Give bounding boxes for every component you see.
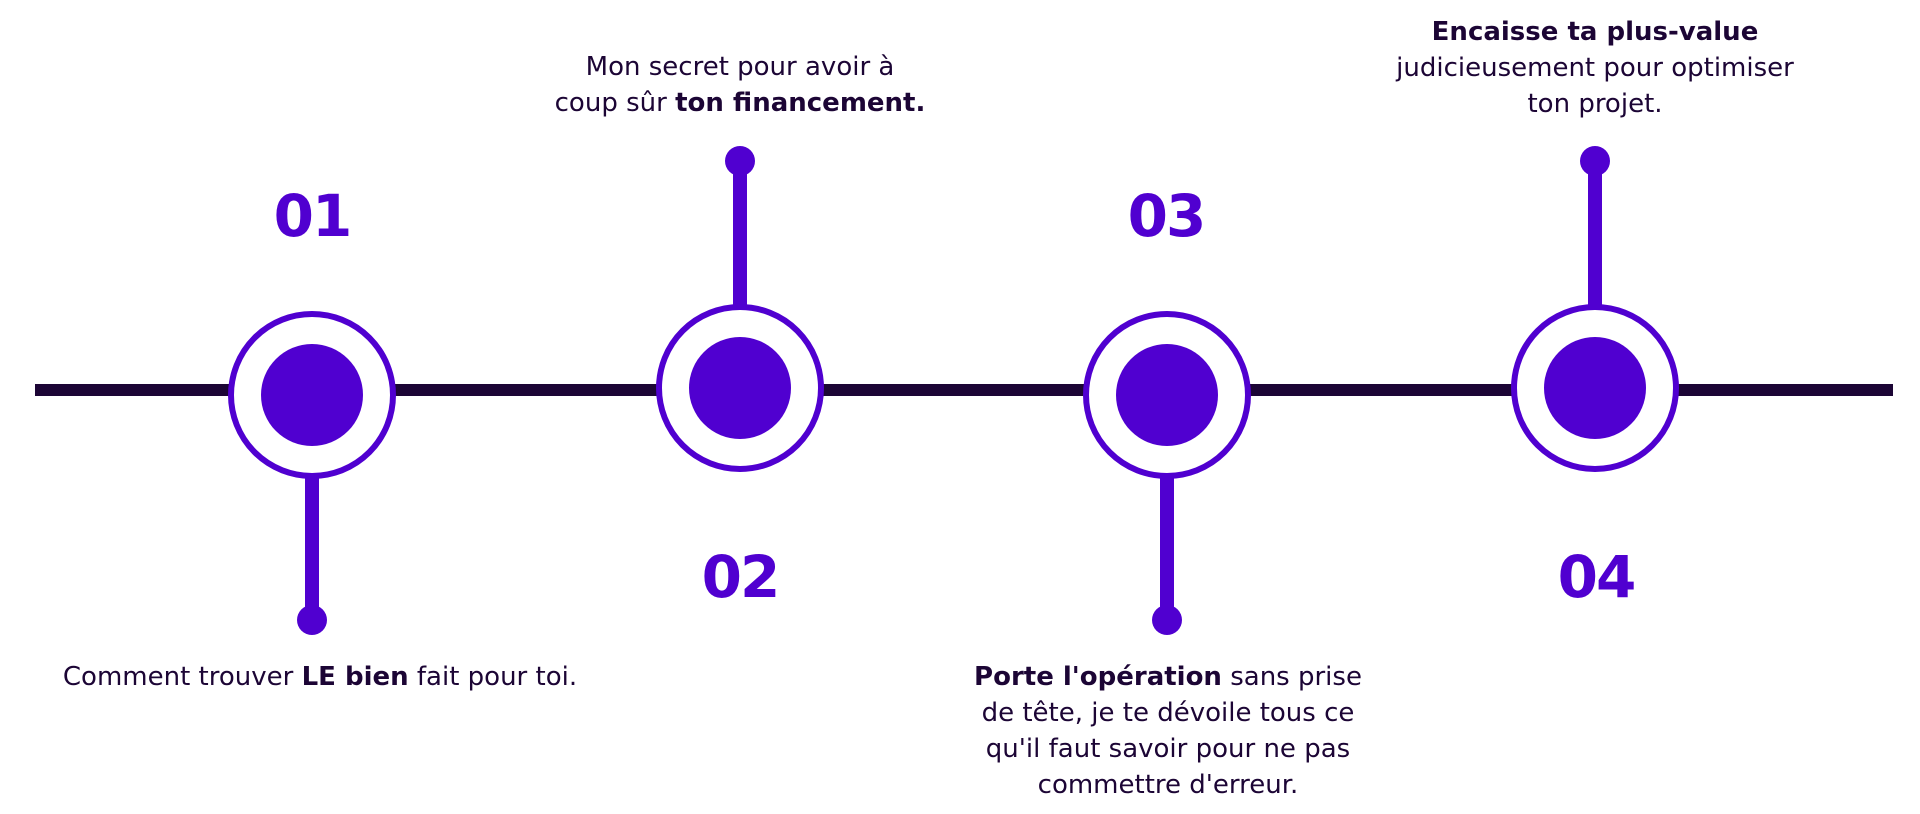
connector-dot-03 [1152,605,1182,635]
node-core-03 [1116,344,1218,446]
step-description-03: Porte l'opération sans prise de tête, je… [968,659,1368,803]
step-description-01: Comment trouver LE bien fait pour toi. [50,659,590,695]
step-text-after: fait pour toi. [408,662,578,692]
step-text-after: judicieusement pour optimiser ton projet… [1396,53,1794,119]
step-description-04: Encaisse ta plus-value judicieusement po… [1395,14,1795,122]
node-core-01 [261,344,363,446]
step-text-bold: ton financement. [675,88,926,118]
step-number-03: 03 [1127,182,1207,250]
step-text-bold: Porte l'opération [974,662,1222,692]
connector-dot-01 [297,605,327,635]
step-text-bold: Encaisse ta plus-value [1431,17,1759,47]
node-core-04 [1544,337,1646,439]
step-text-before: Comment trouver [62,662,302,692]
step-number-04: 04 [1557,543,1637,611]
step-text-bold: LE bien [301,662,409,692]
step-number-02: 02 [701,543,781,611]
connector-dot-04 [1580,146,1610,176]
step-text-after: sans prise de tête, je te dévoile tous c… [981,662,1362,800]
node-core-02 [689,337,791,439]
step-number-01: 01 [273,182,353,250]
connector-dot-02 [725,146,755,176]
step-description-02: Mon secret pour avoir à coup sûr ton fin… [550,49,930,121]
step-text-before: Mon secret pour avoir à coup sûr [554,52,895,118]
